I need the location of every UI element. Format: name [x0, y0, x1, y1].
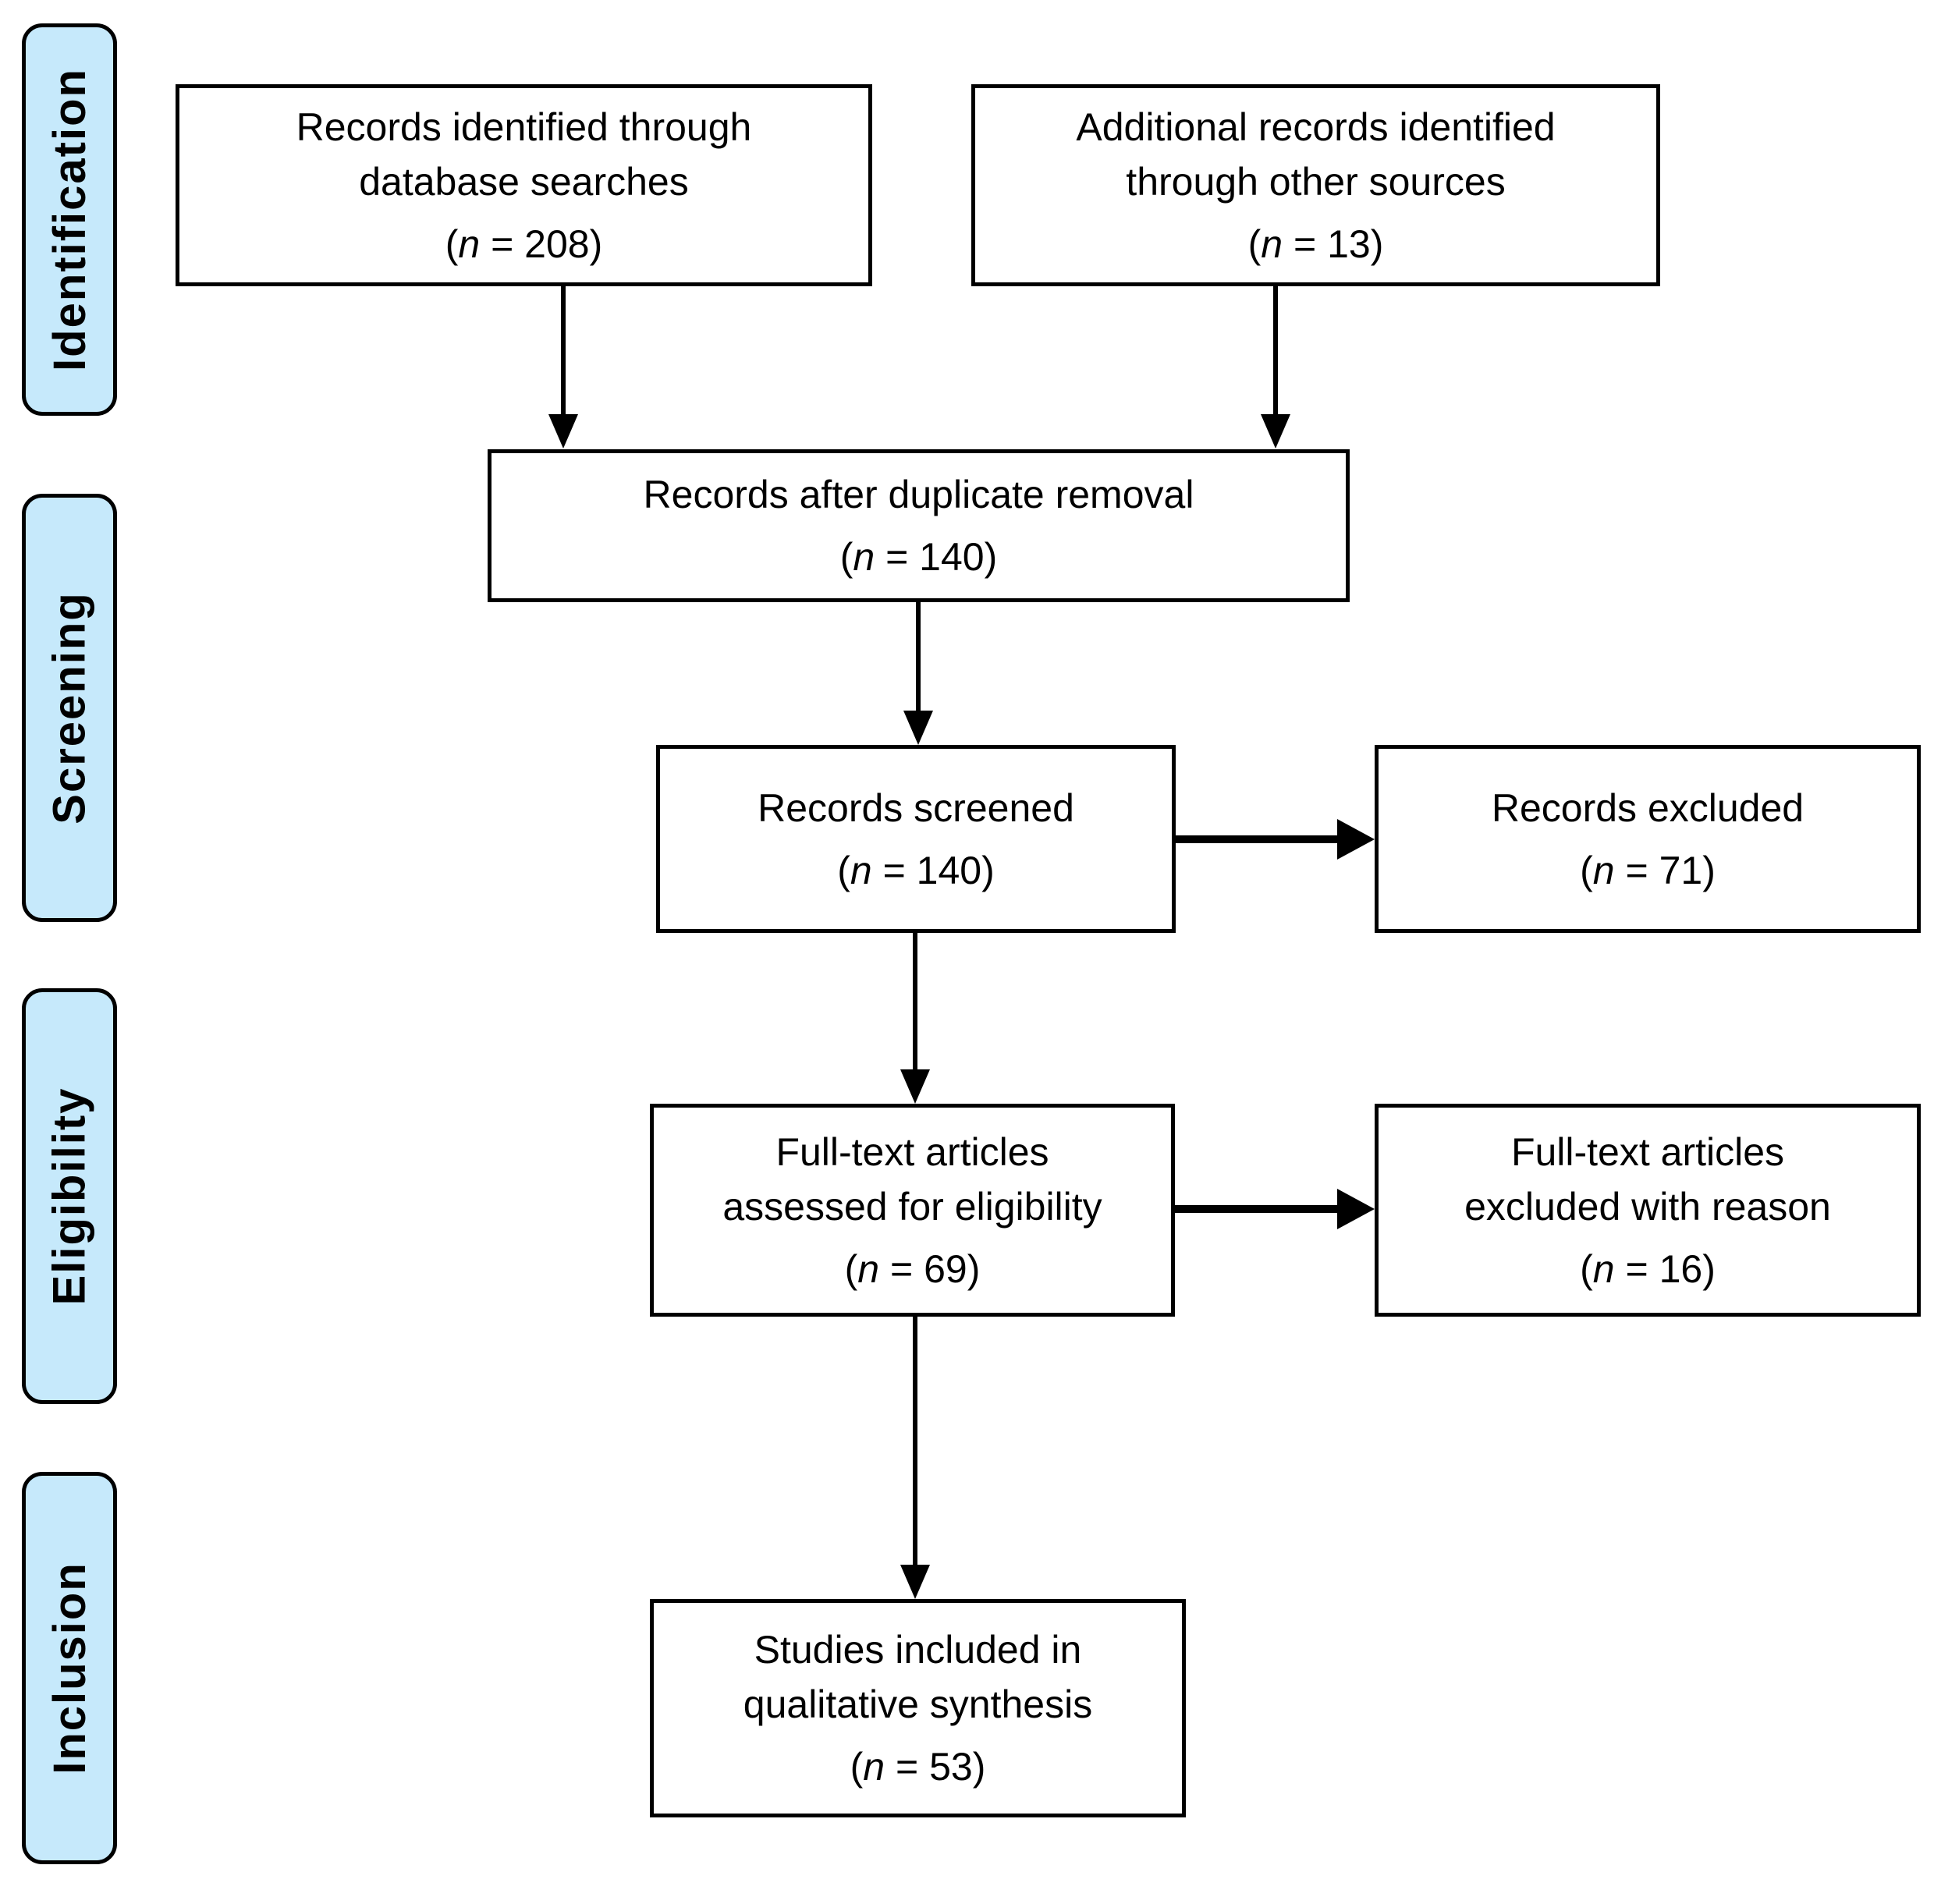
node-count: (n = 13) — [1247, 222, 1384, 266]
arrowhead-down-icon — [900, 1069, 930, 1104]
stage-label-eligibility: Eligibility — [22, 988, 117, 1404]
node-text-line: Records excluded — [1491, 785, 1804, 830]
arrowhead-down-icon — [548, 414, 578, 449]
stage-label-text: Eligibility — [44, 1087, 95, 1306]
node-additional-records: Additional records identified through ot… — [971, 84, 1660, 286]
arrow-line — [561, 286, 566, 414]
arrow-line — [913, 1317, 917, 1565]
arrow-line — [1175, 1205, 1337, 1213]
node-text-line: through other sources — [1126, 159, 1506, 204]
node-text-line: excluded with reason — [1464, 1184, 1831, 1229]
stage-label-inclusion: Inclusion — [22, 1472, 117, 1864]
node-count: (n = 69) — [844, 1246, 981, 1291]
node-text-line: qualitative synthesis — [743, 1682, 1093, 1726]
node-count: (n = 16) — [1580, 1246, 1716, 1291]
arrowhead-down-icon — [900, 1565, 930, 1599]
node-text-line: Records after duplicate removal — [643, 473, 1194, 516]
arrow-line — [916, 602, 921, 711]
node-text-line: database searches — [359, 159, 689, 204]
node-text-line: Additional records identified — [1076, 105, 1556, 149]
node-records-identified: Records identified through database sear… — [176, 84, 872, 286]
stage-label-screening: Screening — [22, 494, 117, 922]
node-text-line: Studies included in — [754, 1628, 1082, 1672]
node-records-after-duplicate-removal: Records after duplicate removal (n = 140… — [488, 449, 1350, 602]
stage-label-text: Screening — [44, 591, 95, 824]
arrowhead-right-icon — [1337, 1189, 1375, 1229]
node-count: (n = 140) — [837, 848, 995, 892]
node-text-line: Records screened — [758, 785, 1074, 830]
node-text-line: assessed for eligibility — [722, 1184, 1102, 1229]
arrowhead-right-icon — [1337, 819, 1375, 860]
node-count: (n = 71) — [1580, 848, 1716, 892]
node-text-line: Full-text articles — [1510, 1129, 1785, 1174]
node-fulltext-excluded: Full-text articles excluded with reason … — [1375, 1104, 1921, 1317]
node-count: (n = 53) — [850, 1745, 986, 1789]
arrowhead-down-icon — [903, 711, 933, 745]
stage-label-identification: Identification — [22, 23, 117, 416]
stage-label-text: Inclusion — [44, 1562, 95, 1775]
node-records-excluded: Records excluded (n = 71) — [1375, 745, 1921, 933]
node-count: (n = 208) — [445, 222, 603, 266]
stage-label-text: Identification — [44, 68, 95, 371]
arrow-line — [1176, 835, 1337, 843]
arrow-line — [1273, 286, 1278, 414]
node-text-line: Records identified through — [296, 105, 752, 149]
node-count: (n = 140) — [839, 535, 998, 579]
node-records-screened: Records screened (n = 140) — [656, 745, 1176, 933]
node-fulltext-assessed: Full-text articles assessed for eligibil… — [650, 1104, 1175, 1317]
node-text-line: Full-text articles — [775, 1129, 1049, 1174]
arrow-line — [913, 933, 917, 1069]
arrowhead-down-icon — [1261, 414, 1290, 449]
node-studies-included: Studies included in qualitative synthesi… — [650, 1599, 1186, 1817]
